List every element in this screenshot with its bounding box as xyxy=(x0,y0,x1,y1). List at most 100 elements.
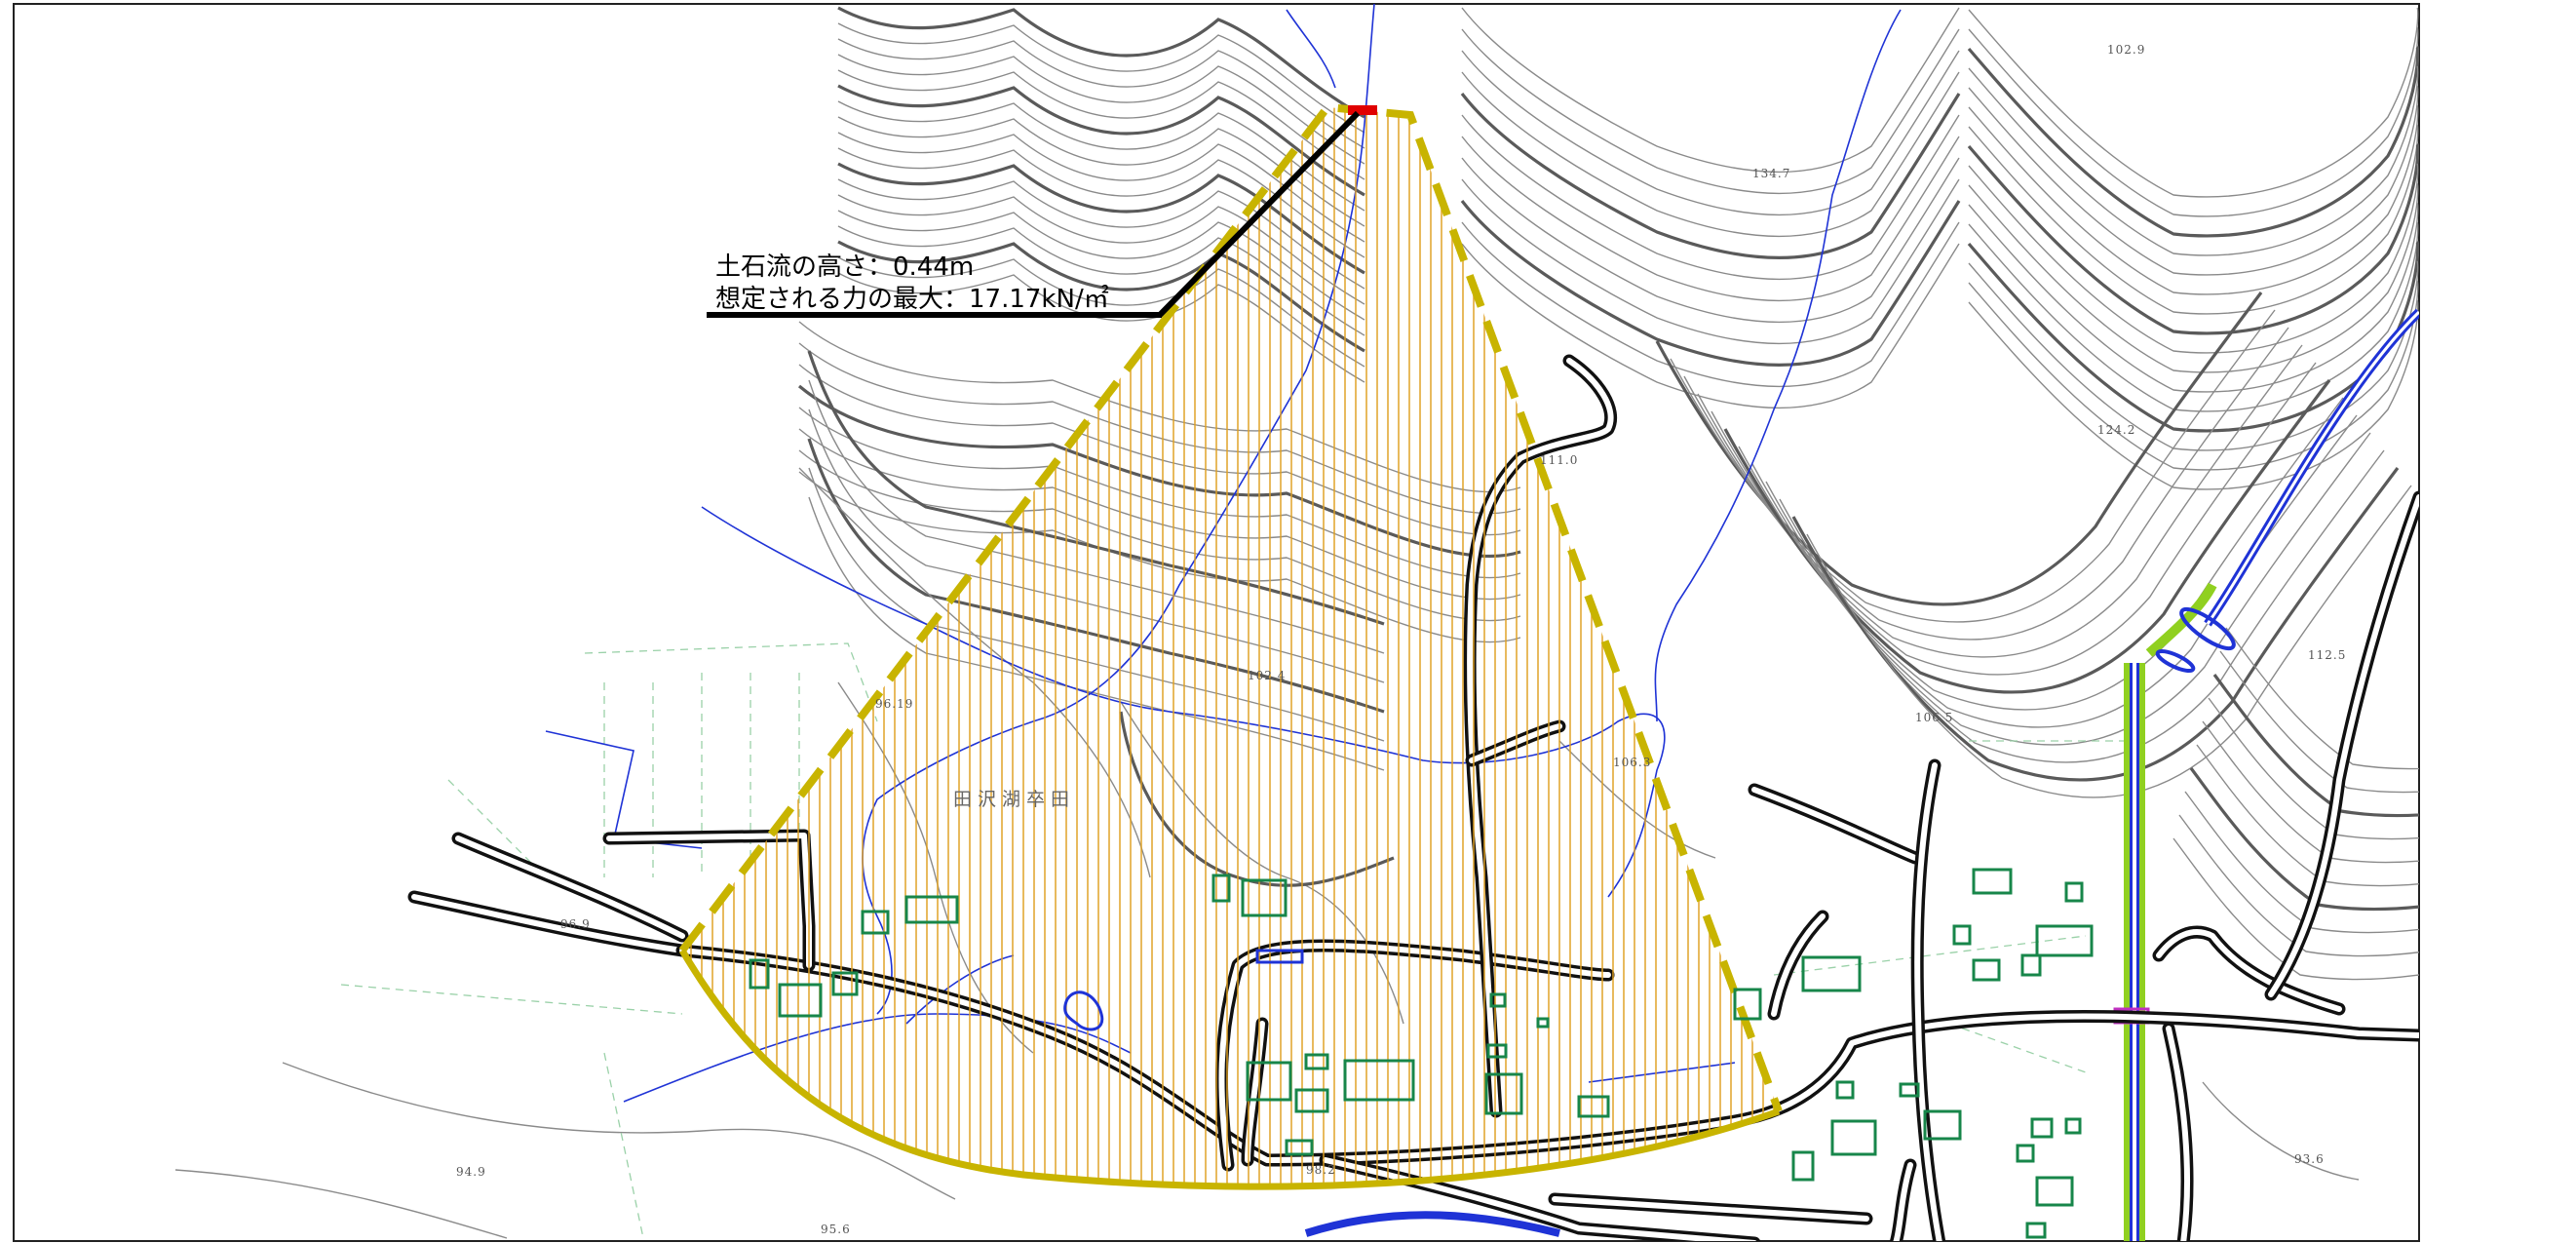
building-icon xyxy=(2035,924,2094,957)
road-fill xyxy=(1751,787,1918,861)
building-icon xyxy=(1486,1043,1508,1059)
contour-line xyxy=(2172,837,2419,981)
building-icon xyxy=(1304,1053,1329,1070)
index-contour-line xyxy=(1655,291,2263,606)
contour-line xyxy=(1968,221,2419,412)
building-icon xyxy=(1343,1059,1415,1102)
building-icon xyxy=(861,910,890,935)
elevation-labels: 96.19 102.4 111.0 106.3 106.5 112.5 124.… xyxy=(456,43,2346,1236)
max-impact-force-text: 想定される力の最大：17.17kN/㎡ xyxy=(715,285,1109,314)
contour-line xyxy=(1968,280,2419,471)
contour-line xyxy=(1461,7,1960,174)
elevation-label: 96.19 xyxy=(875,697,913,711)
building-icon xyxy=(1899,1082,1920,1098)
building-icon xyxy=(1241,878,1288,917)
debris-source-marker xyxy=(1348,105,1377,115)
elevation-label: 111.0 xyxy=(1540,453,1578,467)
contour-line xyxy=(1461,221,1960,388)
road-casing xyxy=(1767,910,1829,1021)
contour-line xyxy=(1711,362,2317,676)
building-icon xyxy=(1972,868,2013,895)
contour-line xyxy=(2225,627,2419,770)
building-icon xyxy=(1733,988,1762,1021)
index-contour-line xyxy=(1967,45,2419,238)
contour-line xyxy=(2219,650,2419,794)
elevation-label: 106.3 xyxy=(1613,756,1651,769)
river-channel xyxy=(1304,308,2419,1241)
elevation-label: 124.2 xyxy=(2097,423,2135,437)
road-fill xyxy=(2156,929,2342,1012)
contour-line xyxy=(1968,65,2419,256)
contour-line xyxy=(2184,791,2419,934)
elevation-label: 94.9 xyxy=(456,1165,486,1179)
building-icon xyxy=(1489,992,1507,1008)
debris-flow-height-text: 土石流の高さ：0.44m xyxy=(715,252,974,282)
contour-line xyxy=(1968,26,2419,217)
hazard-callout: 土石流の高さ：0.44m 想定される力の最大：17.17kN/㎡ xyxy=(707,110,1361,318)
place-name-label: 田沢湖卒田 xyxy=(953,789,1075,810)
building-icon xyxy=(749,958,770,990)
elevation-label: 96.9 xyxy=(560,917,591,931)
contour-line xyxy=(1968,202,2419,393)
contour-line xyxy=(1968,182,2419,373)
road-fill xyxy=(1771,913,1826,1017)
elevation-label: 106.5 xyxy=(1915,711,1953,724)
building-icon xyxy=(1285,1139,1314,1156)
contour-line xyxy=(837,100,1365,212)
elevation-label: 102.4 xyxy=(1248,669,1286,682)
buildings xyxy=(749,868,2094,1239)
building-icon xyxy=(1484,1072,1523,1115)
contour-line xyxy=(1461,178,1960,345)
building-icon xyxy=(2030,1117,2054,1139)
road-fill xyxy=(1552,1196,1869,1222)
contour-line xyxy=(1461,71,1960,238)
building-icon xyxy=(1972,958,2001,982)
index-contour-line xyxy=(1460,200,1961,367)
building-icon xyxy=(2035,1176,2074,1207)
road-fill xyxy=(455,835,685,939)
building-icon xyxy=(1211,874,1231,903)
contour-line xyxy=(1670,309,2276,623)
contour-line xyxy=(1461,243,1960,409)
index-contour-line xyxy=(837,84,1365,197)
contour-line xyxy=(1461,50,1960,216)
contour-line xyxy=(1461,136,1960,302)
index-contour-line xyxy=(837,6,1365,119)
contour-line xyxy=(1461,157,1960,324)
contour-line xyxy=(1683,327,2289,641)
road-fill xyxy=(2166,1026,2191,1241)
elevation-label: 98.2 xyxy=(1306,1163,1336,1177)
building-icon xyxy=(1952,924,1972,946)
elevation-label: 93.6 xyxy=(2294,1152,2325,1166)
index-contour-line xyxy=(1967,240,2419,433)
contour-line xyxy=(837,69,1365,180)
building-icon xyxy=(1791,1150,1815,1182)
building-icon xyxy=(1835,1080,1855,1100)
building-icon xyxy=(1246,1061,1292,1102)
elevation-label: 95.6 xyxy=(821,1223,851,1236)
building-icon xyxy=(904,895,959,924)
road-fill xyxy=(2268,494,2419,997)
building-icon xyxy=(1830,1119,1877,1156)
contour-line xyxy=(1779,449,2385,763)
contour-line xyxy=(1968,85,2419,276)
contour-line xyxy=(1806,485,2412,798)
blue-tank xyxy=(1255,949,1304,964)
road-fill xyxy=(1914,762,1942,1241)
contour-line xyxy=(1968,7,2419,198)
index-contour-line xyxy=(1967,142,2419,335)
road-fill xyxy=(1893,1162,1913,1241)
building-icon xyxy=(2064,1117,2082,1135)
building-icon xyxy=(2016,1144,2035,1163)
contour-line xyxy=(837,54,1365,165)
contour-line xyxy=(837,38,1365,149)
contour-line xyxy=(1968,124,2419,315)
elevation-label: 112.5 xyxy=(2308,648,2346,662)
road-fill xyxy=(411,894,685,953)
building-icon xyxy=(1801,955,1862,992)
index-contour-line xyxy=(1791,467,2400,782)
building-icon xyxy=(1577,1095,1610,1118)
building-icon xyxy=(2025,1222,2047,1239)
building-icon xyxy=(2020,953,2042,977)
